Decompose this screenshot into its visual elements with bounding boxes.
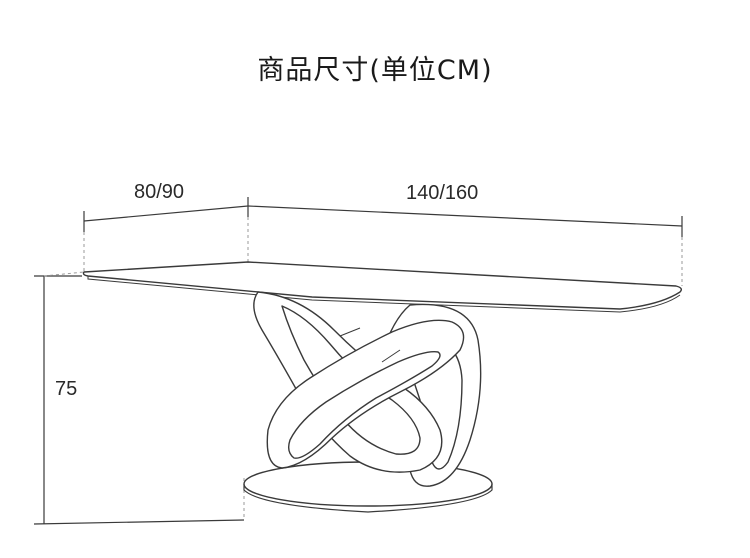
length-label: 140/160: [406, 182, 479, 204]
height-label: 75: [55, 378, 78, 400]
length-dimension-line: [247, 205, 683, 227]
depth-dimension-line: [83, 205, 249, 222]
height-bottom-tick: [33, 519, 245, 525]
depth-label: 80/90: [134, 181, 185, 203]
table-legs: [253, 291, 482, 487]
table-top: [82, 261, 683, 313]
dimension-lines: [33, 197, 683, 525]
page-title: 商品尺寸(单位CM): [257, 55, 493, 86]
